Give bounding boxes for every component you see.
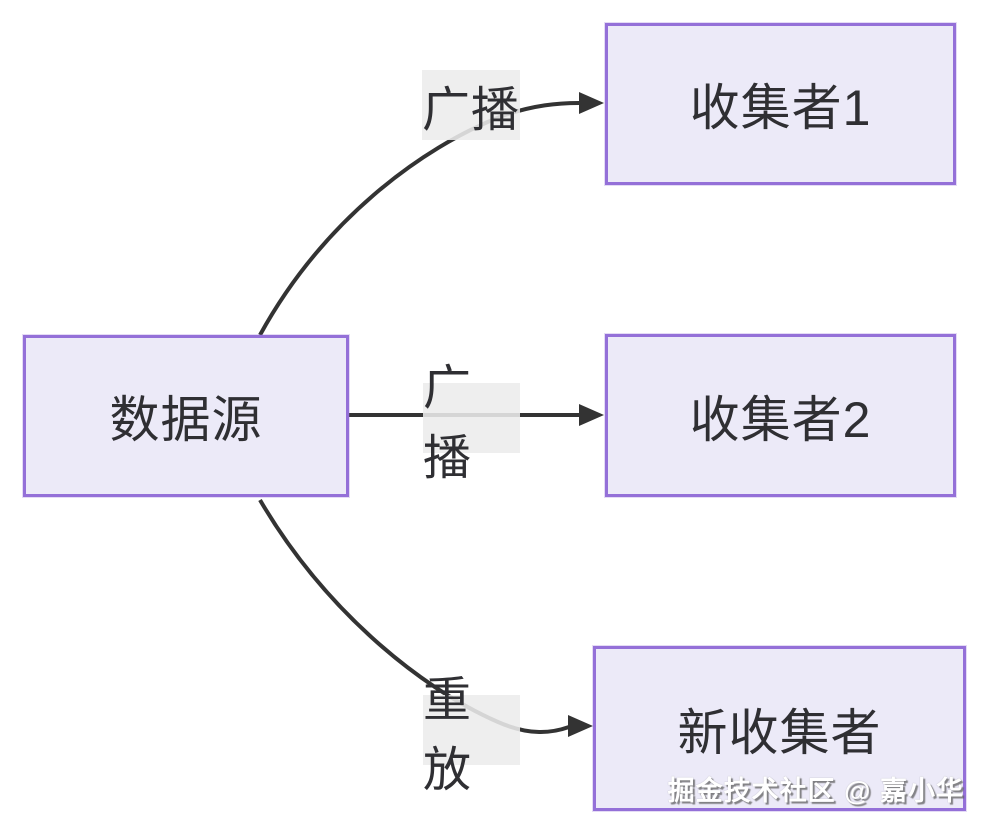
arrowhead-collector1-icon — [579, 92, 604, 114]
node-new-collector-label: 新收集者 — [677, 704, 882, 761]
edge-label-replay: 重放 — [423, 674, 520, 797]
node-collector-1-label: 收集者1 — [689, 80, 872, 136]
edge-label-broadcast-1: 广播 — [422, 70, 520, 140]
edge-broadcast-to-collector1 — [258, 101, 580, 336]
node-new-collector: 新收集者 — [593, 646, 966, 811]
watermark: 掘金技术社区 @ 嘉小华 — [667, 776, 964, 806]
edge-label-broadcast-2-text: 广播 — [423, 362, 473, 485]
edge-label-broadcast-1-text: 广播 — [422, 84, 521, 137]
node-data-source: 数据源 — [23, 335, 349, 497]
node-collector-2-label: 收集者2 — [689, 391, 872, 448]
edge-replay-to-new-collector — [258, 498, 570, 734]
arrowhead-new-collector-icon — [568, 715, 593, 737]
arrowhead-collector2-icon — [579, 404, 604, 426]
node-collector-1: 收集者1 — [605, 23, 956, 185]
node-collector-2: 收集者2 — [605, 334, 956, 497]
edge-label-broadcast-2: 广播 — [423, 362, 520, 485]
node-data-source-label: 数据源 — [109, 392, 263, 448]
edge-label-replay-text: 重放 — [423, 674, 473, 797]
